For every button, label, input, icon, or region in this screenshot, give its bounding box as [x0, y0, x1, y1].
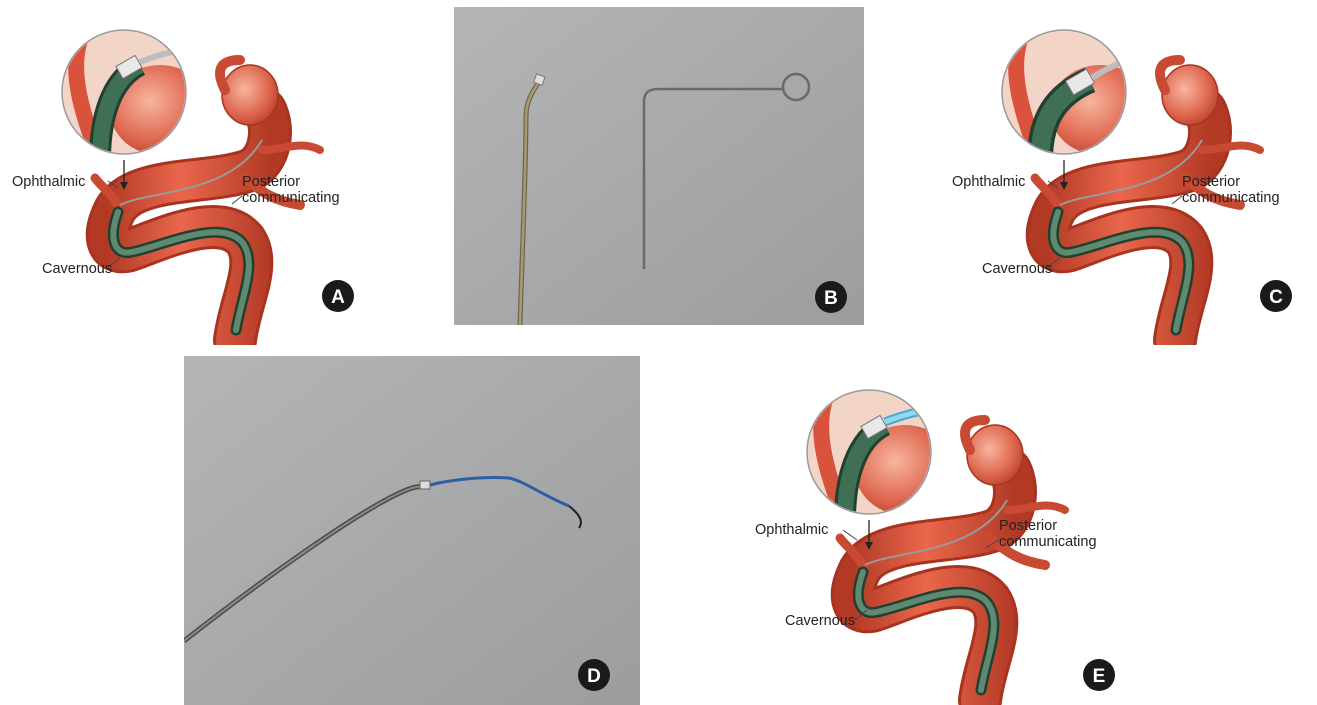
photo-background: [184, 356, 640, 705]
posterior-leader: [232, 196, 242, 204]
badge-d: D: [578, 659, 610, 691]
label-ophthalmic: Ophthalmic: [952, 174, 1025, 190]
panel-c-illustration: Ophthalmic Posterior communicating Caver…: [940, 0, 1317, 345]
badge-d-letter: D: [587, 666, 601, 687]
panel-e-illustration: Ophthalmic Posterior communicating Caver…: [745, 370, 1120, 705]
photo-background: [454, 7, 864, 325]
label-communicating: communicating: [999, 534, 1097, 550]
panel-b-photo: B: [454, 7, 864, 325]
label-ophthalmic: Ophthalmic: [755, 522, 828, 538]
badge-a: A: [322, 280, 354, 312]
label-cavernous: Cavernous: [982, 261, 1052, 277]
badge-e: E: [1083, 659, 1115, 691]
magnified-inset: [807, 390, 975, 520]
aneurysm-sac: [220, 60, 278, 125]
badge-a-letter: A: [331, 287, 345, 308]
badge-e-letter: E: [1093, 666, 1106, 687]
label-cavernous: Cavernous: [42, 261, 112, 277]
label-posterior: Posterior: [242, 174, 300, 190]
badge-b: B: [815, 281, 847, 313]
badge-b-letter: B: [824, 288, 838, 309]
magnified-inset: [62, 30, 230, 160]
label-communicating: communicating: [242, 190, 340, 206]
badge-c: C: [1260, 280, 1292, 312]
panel-d-photo: D: [184, 356, 640, 705]
label-cavernous: Cavernous: [785, 613, 855, 629]
posterior-leader: [1172, 196, 1182, 204]
badge-c-letter: C: [1269, 287, 1283, 308]
label-posterior: Posterior: [1182, 174, 1240, 190]
aneurysm-sac: [1160, 60, 1218, 125]
magnified-inset: [1002, 30, 1170, 160]
label-posterior: Posterior: [999, 518, 1057, 534]
aneurysm-sac: [965, 420, 1023, 485]
label-communicating: communicating: [1182, 190, 1280, 206]
label-ophthalmic: Ophthalmic: [12, 174, 85, 190]
panel-a-illustration: Ophthalmic Posterior communicating Caver…: [0, 0, 370, 345]
